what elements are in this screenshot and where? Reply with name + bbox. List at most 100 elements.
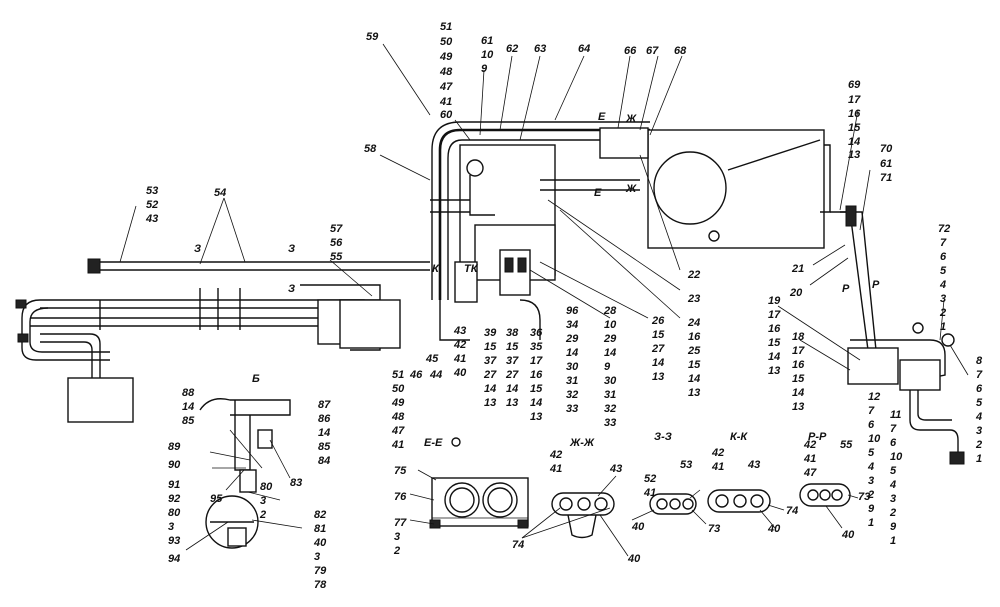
stack-a-6: 60 xyxy=(440,109,453,121)
callout-74a: 74 xyxy=(512,539,524,551)
stack-16-0: 16 xyxy=(688,331,701,343)
callout-numbers: 59 51 50 49 48 47 41 60 61 10 9 62 63 64… xyxy=(145,21,983,591)
callout-stack-8: 8 7 6 5 4 3 2 1 xyxy=(975,355,983,465)
central-manifold xyxy=(430,121,650,341)
callout-stack-96: 96 34 29 14 30 31 32 33 xyxy=(565,305,579,415)
callout-stack-69: 69 17 16 15 14 13 xyxy=(848,79,861,161)
stack-80-2: 2 xyxy=(259,509,266,521)
stack-39-1: 15 xyxy=(484,341,497,353)
callout-stack-91: 91 92 80 3 93 xyxy=(168,479,181,547)
callout-73d: 73 xyxy=(858,491,870,503)
callout-44: 44 xyxy=(429,369,442,381)
stack-82-2: 40 xyxy=(313,537,327,549)
stack-19-3: 15 xyxy=(768,337,781,349)
stack-b-0: 61 xyxy=(481,35,493,47)
stack-16-1: 25 xyxy=(687,345,701,357)
stack-82-0: 82 xyxy=(314,509,326,521)
stack-12-8: 9 xyxy=(868,503,875,515)
stack-18-5: 13 xyxy=(792,401,804,413)
stack-77-2: 2 xyxy=(393,545,400,557)
stack-12-1: 7 xyxy=(868,405,875,417)
stack-26-0: 26 xyxy=(651,315,665,327)
section-label-zz: З-З xyxy=(654,431,672,443)
section-marks: Е Е Ж Ж З З З К ТК Р Р xyxy=(194,111,880,295)
stack-96-5: 31 xyxy=(566,375,578,387)
stack-69-5: 13 xyxy=(848,149,860,161)
stack-26-1: 15 xyxy=(652,329,665,341)
callout-stack-43: 43 42 41 40 xyxy=(453,325,467,379)
stack-38-1: 15 xyxy=(506,341,519,353)
mark-z2: З xyxy=(288,243,295,255)
callout-64: 64 xyxy=(578,43,590,55)
stack-72-2: 6 xyxy=(940,251,947,263)
callout-stack-77: 77 3 2 xyxy=(393,517,407,557)
callout-stack-72: 72 7 6 5 4 3 2 1 xyxy=(938,223,950,333)
stack-11-2: 6 xyxy=(890,437,897,449)
stack-12-7: 2 xyxy=(867,489,874,501)
mark-p2: Р xyxy=(872,279,880,291)
stack-87-4: 84 xyxy=(318,455,330,467)
callout-stack-51b: 51 50 49 48 47 41 xyxy=(391,369,405,451)
callout-stack-87: 87 86 14 85 84 xyxy=(318,399,331,467)
callout-stack-42d: 42 41 47 xyxy=(803,439,817,479)
stack-82-5: 78 xyxy=(314,579,327,591)
callout-stack-39: 39 15 37 27 14 13 xyxy=(483,327,497,409)
stack-39-5: 13 xyxy=(484,397,496,409)
stack-28-7: 32 xyxy=(604,403,616,415)
callout-stack-82: 82 81 40 3 79 78 xyxy=(313,509,327,591)
stack-28-2: 29 xyxy=(603,333,617,345)
stack-51b-3: 48 xyxy=(391,411,405,423)
stack-11-5: 4 xyxy=(889,479,896,491)
callout-stack-53: 53 52 43 xyxy=(145,185,158,225)
section-label-kk: К-К xyxy=(730,431,748,443)
callout-24: 24 xyxy=(687,317,700,329)
mark-zh-lower: Ж xyxy=(625,183,637,195)
mark-p1: Р xyxy=(842,283,850,295)
stack-39-4: 14 xyxy=(484,383,496,395)
callout-stack-11: 11 7 6 10 5 4 3 2 9 1 xyxy=(889,409,903,547)
stack-12-5: 4 xyxy=(867,461,874,473)
stack-52-1: 41 xyxy=(643,487,656,499)
callout-40d: 40 xyxy=(841,529,855,541)
callout-95: 95 xyxy=(210,493,223,505)
stack-28-0: 28 xyxy=(603,305,617,317)
stack-11-0: 11 xyxy=(890,409,901,421)
stack-11-9: 1 xyxy=(890,535,896,547)
stack-91-3: 3 xyxy=(168,521,174,533)
callout-40c: 40 xyxy=(767,523,781,535)
stack-96-6: 32 xyxy=(566,389,578,401)
callout-stack-80: 80 3 2 xyxy=(259,481,273,521)
callout-73b: 73 xyxy=(708,523,720,535)
mark-tk: ТК xyxy=(464,263,479,275)
stack-53-1: 52 xyxy=(146,199,158,211)
stack-57-0: 57 xyxy=(330,223,343,235)
stack-38-5: 13 xyxy=(506,397,518,409)
callout-59: 59 xyxy=(366,31,379,43)
stack-28-8: 33 xyxy=(604,417,616,429)
stack-16-2: 15 xyxy=(688,359,701,371)
stack-38-2: 37 xyxy=(506,355,519,367)
stack-26-3: 14 xyxy=(652,357,664,369)
callout-83: 83 xyxy=(290,477,302,489)
leader-lines xyxy=(119,43,969,557)
stack-53-2: 43 xyxy=(145,213,158,225)
right-connector-assembly xyxy=(830,205,965,465)
stack-72-1: 7 xyxy=(940,237,947,249)
stack-19-5: 13 xyxy=(768,365,780,377)
stack-a-1: 50 xyxy=(440,36,453,48)
stack-38-0: 38 xyxy=(506,327,519,339)
callout-22: 22 xyxy=(687,269,700,281)
stack-28-1: 10 xyxy=(604,319,617,331)
left-pipe-bundle xyxy=(15,258,430,423)
callout-54: 54 xyxy=(214,187,226,199)
callout-stack-57: 57 56 55 xyxy=(330,223,343,263)
stack-8-2: 6 xyxy=(976,383,983,395)
stack-91-4: 93 xyxy=(168,535,180,547)
callout-89: 89 xyxy=(168,441,181,453)
stack-77-1: 3 xyxy=(394,531,400,543)
stack-69-3: 15 xyxy=(848,122,861,134)
stack-96-2: 29 xyxy=(565,333,579,345)
tank xyxy=(599,127,831,249)
stack-91-0: 91 xyxy=(168,479,180,491)
stack-8-4: 4 xyxy=(975,411,982,423)
